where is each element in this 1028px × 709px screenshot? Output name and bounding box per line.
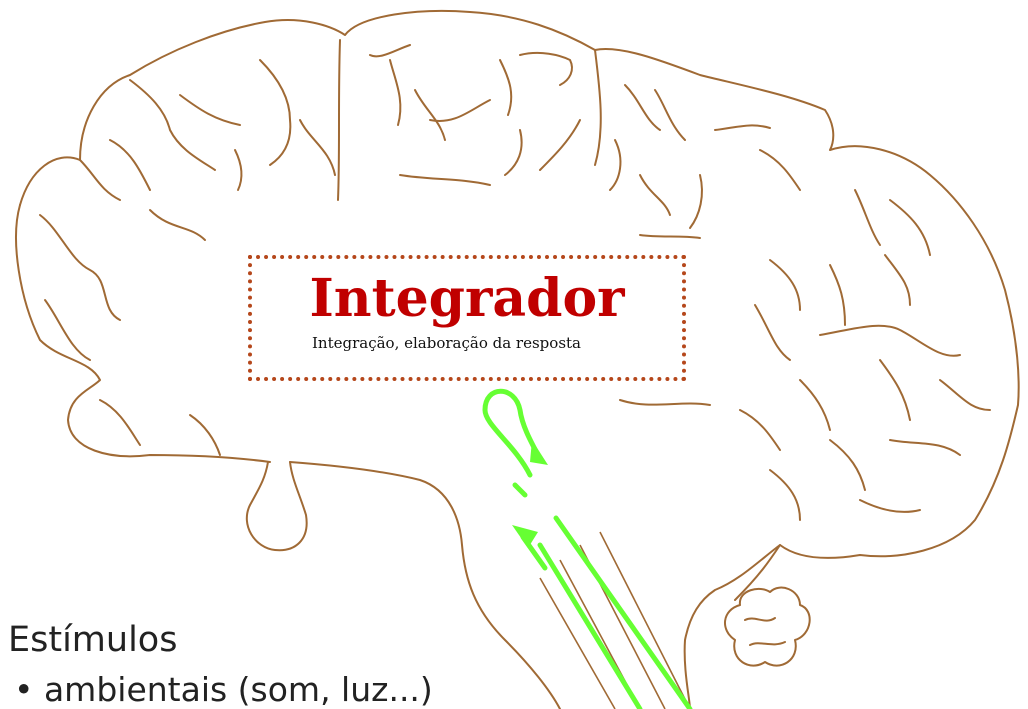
integrator-box: Integrador Integração, elaboração da res…: [248, 255, 686, 381]
integrator-title: Integrador: [309, 268, 625, 329]
pituitary: [245, 461, 308, 552]
stimuli-heading: Estímulos: [8, 620, 178, 660]
brain-sulci: [39, 39, 991, 521]
cerebellum-curve: [734, 544, 781, 601]
brainstem-nerves: [539, 531, 691, 709]
stimuli-item: • ambientais (som, luz...): [14, 670, 433, 709]
cerebellum: [724, 586, 811, 667]
brain-outline: [19, 9, 1020, 709]
brain-underside: [15, 204, 271, 463]
reflex-loop-arrow: [482, 388, 693, 709]
temporal-lower-edge: [289, 461, 561, 709]
integrator-subtitle: Integração, elaboração da resposta: [312, 334, 581, 352]
